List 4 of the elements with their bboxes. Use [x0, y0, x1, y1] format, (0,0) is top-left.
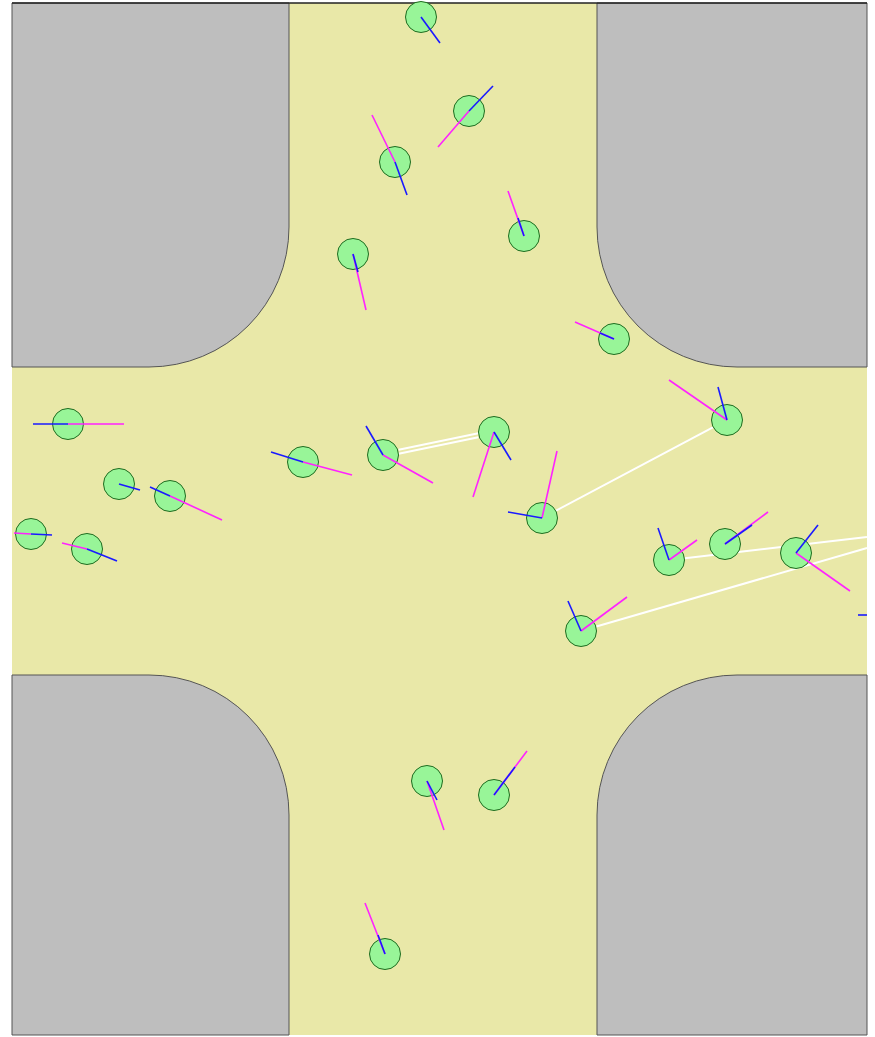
- link-line: [555, 426, 714, 512]
- link-line: [397, 432, 480, 451]
- link-line: [397, 436, 480, 455]
- link-line: [595, 547, 868, 628]
